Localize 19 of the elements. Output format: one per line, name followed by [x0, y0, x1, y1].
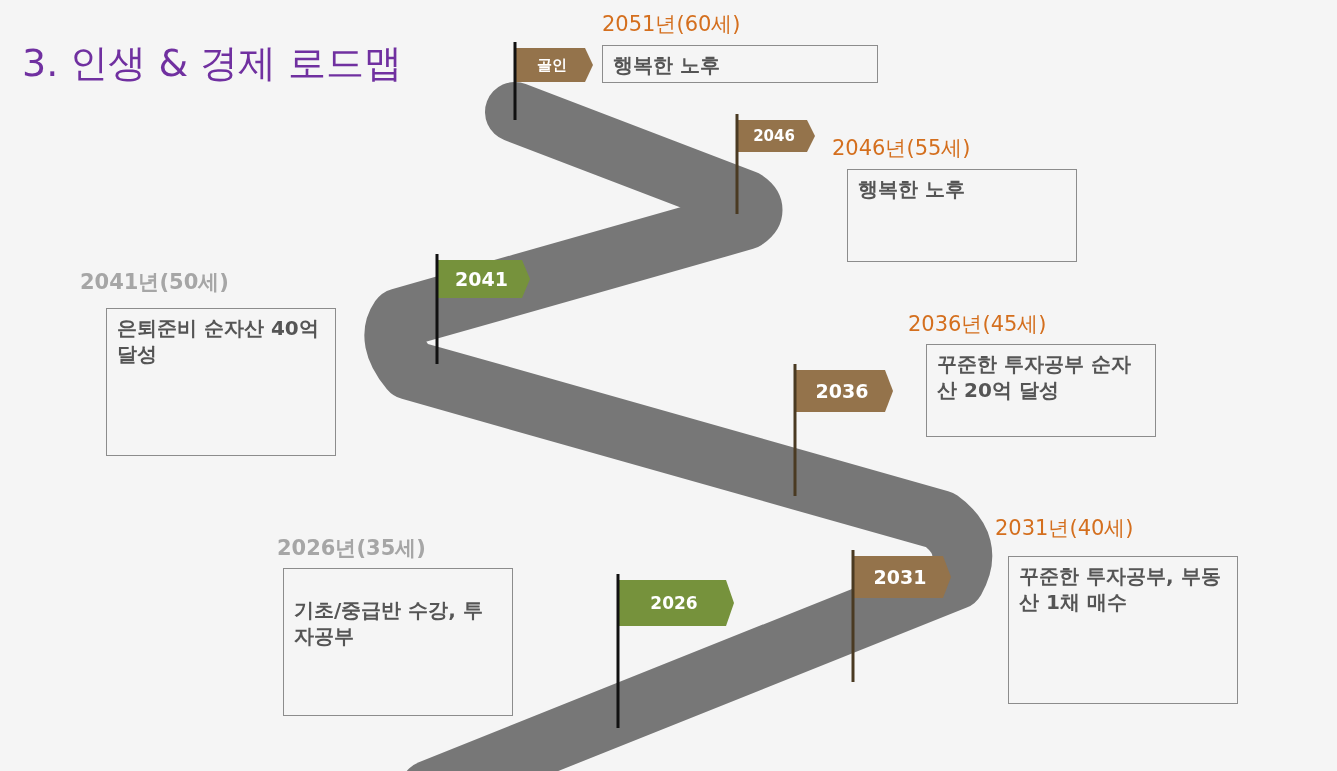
flag: 2036	[793, 364, 897, 496]
title: 3. 인생 & 경제 로드맵	[22, 40, 403, 87]
flag: 2041	[435, 254, 534, 364]
year-heading: 2026년(35세)	[277, 535, 426, 562]
milestone-text-box: 꾸준한 투자공부 순자산 20억 달성	[926, 344, 1156, 437]
milestone-text-box: 행복한 노후	[847, 169, 1077, 262]
flag: 골인	[513, 42, 597, 120]
flag: 2031	[851, 550, 955, 682]
milestone-text-box: 은퇴준비 순자산 40억 달성	[106, 308, 336, 456]
year-heading: 2041년(50세)	[80, 269, 229, 296]
flag: 2046	[735, 114, 819, 214]
milestone-text-box: 행복한 노후	[602, 45, 878, 83]
flag: 2026	[616, 574, 738, 728]
year-heading: 2051년(60세)	[602, 11, 741, 38]
milestone-text-box: 기초/중급반 수강, 투자공부	[283, 568, 513, 716]
milestone-text-box: 꾸준한 투자공부, 부동산 1채 매수	[1008, 556, 1238, 704]
year-heading: 2046년(55세)	[832, 135, 971, 162]
year-heading: 2031년(40세)	[995, 515, 1134, 542]
year-heading: 2036년(45세)	[908, 311, 1047, 338]
